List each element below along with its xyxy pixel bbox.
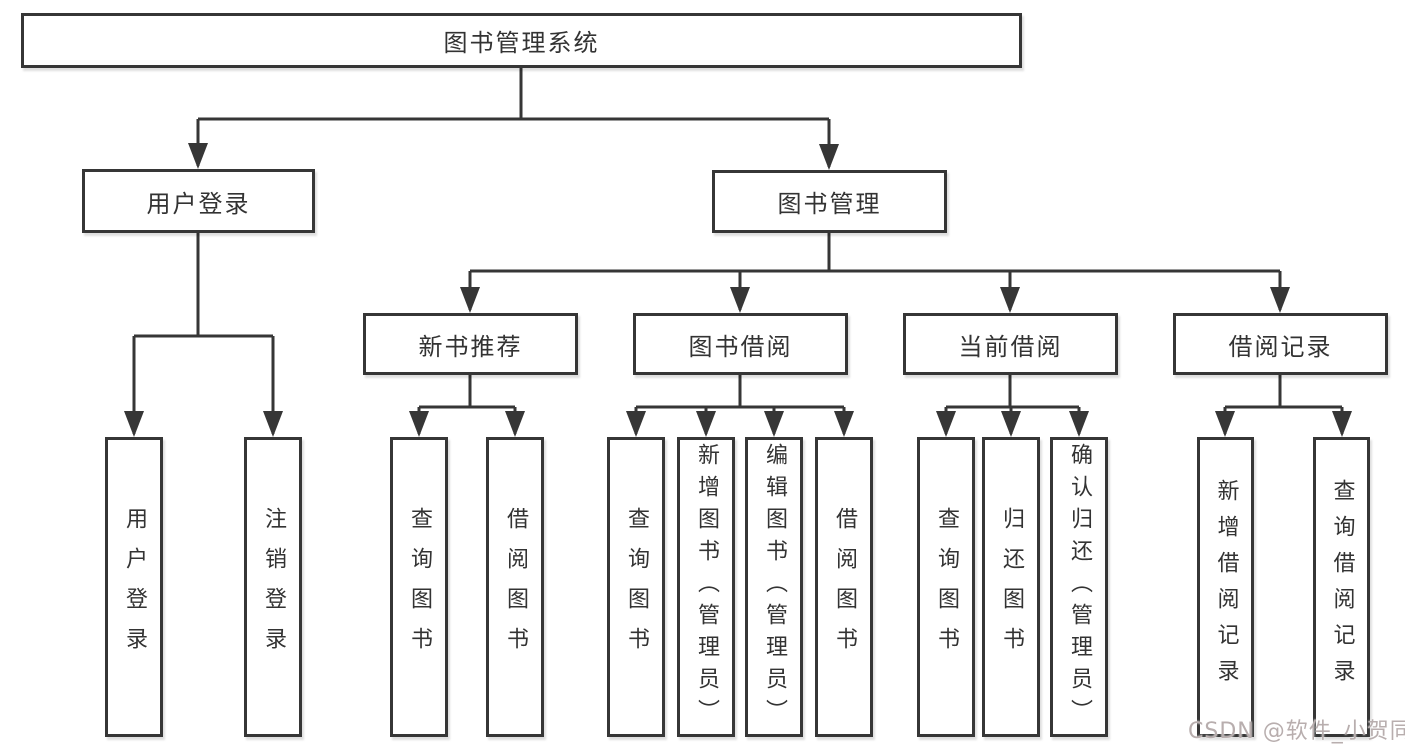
arrowheads (124, 143, 1352, 437)
leaf-borrow-books-1: 借阅图书 (486, 437, 544, 737)
node-user-login: 用户登录 (82, 169, 315, 233)
node-root-system: 图书管理系统 (21, 13, 1022, 68)
leaf-query-books-1: 查询图书 (390, 437, 448, 737)
leaf-add-borrow-record: 新增借阅记录 (1197, 437, 1254, 737)
leaf-user-login: 用户登录 (105, 437, 163, 737)
node-book-borrowing: 图书借阅 (633, 313, 848, 375)
node-borrowing-records: 借阅记录 (1173, 313, 1388, 375)
leaf-edit-books-admin: 编辑图书（管理员） (745, 437, 803, 737)
leaf-query-borrow-record: 查询借阅记录 (1313, 437, 1370, 737)
leaf-query-books-2: 查询图书 (607, 437, 665, 737)
leaf-logout: 注销登录 (244, 437, 302, 737)
leaf-query-books-3: 查询图书 (917, 437, 975, 737)
leaf-confirm-return-admin: 确认归还（管理员） (1050, 437, 1108, 737)
leaf-add-books-admin: 新增图书（管理员） (677, 437, 735, 737)
csdn-watermark: CSDN @软件_小贺同学 (1188, 719, 1405, 744)
leaf-borrow-books-2: 借阅图书 (815, 437, 873, 737)
node-book-management: 图书管理 (712, 170, 947, 233)
leaf-return-books: 归还图书 (982, 437, 1040, 737)
node-new-book-recommendation: 新书推荐 (363, 313, 578, 375)
node-current-borrowing: 当前借阅 (903, 313, 1118, 375)
